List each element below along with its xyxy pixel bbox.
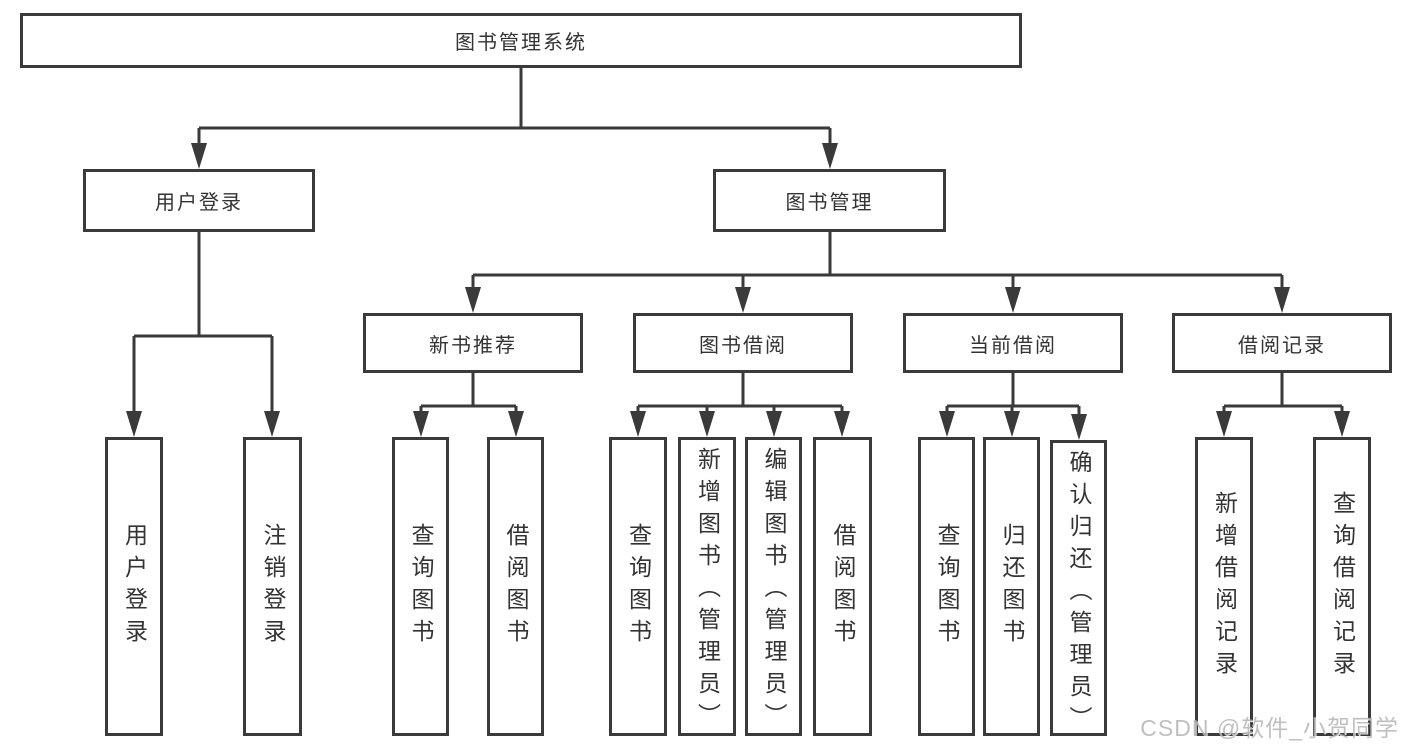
arrowhead-icon bbox=[1274, 287, 1290, 313]
leaf-edit-book-admin: 编辑图书（管理员） bbox=[745, 437, 802, 736]
arrowhead-icon bbox=[1004, 411, 1020, 437]
node-book-borrowing: 图书借阅 bbox=[633, 313, 853, 373]
arrowhead-icon bbox=[699, 411, 715, 437]
arrowhead-icon bbox=[766, 411, 782, 437]
node-borrowing-records: 借阅记录 bbox=[1172, 313, 1392, 373]
leaf-query-books-borrowing: 查询图书 bbox=[609, 437, 667, 736]
arrowhead-icon bbox=[735, 287, 751, 313]
arrowhead-icon bbox=[508, 411, 524, 437]
arrowhead-icon bbox=[1334, 411, 1350, 437]
connector-book-management bbox=[471, 232, 1284, 288]
connector-book-borrowing bbox=[636, 373, 844, 412]
arrowhead-icon bbox=[1216, 411, 1232, 437]
leaf-query-borrow-record: 查询借阅记录 bbox=[1313, 437, 1371, 736]
arrowhead-icon bbox=[939, 411, 955, 437]
leaf-borrow-books-borrowing: 借阅图书 bbox=[813, 437, 872, 736]
connector-borrowing-records bbox=[1222, 373, 1344, 412]
arrowhead-icon bbox=[413, 411, 429, 437]
node-library-management-system: 图书管理系统 bbox=[20, 13, 1022, 68]
connector-root bbox=[197, 68, 832, 145]
arrowhead-icon bbox=[1071, 414, 1087, 440]
connector-new-book-recommend bbox=[419, 373, 518, 412]
connector-current-borrowing bbox=[945, 373, 1081, 415]
leaf-logout: 注销登录 bbox=[243, 437, 302, 736]
leaf-borrow-books-recommend: 借阅图书 bbox=[487, 437, 544, 736]
node-current-borrowing: 当前借阅 bbox=[903, 313, 1123, 373]
leaf-confirm-return-admin: 确认归还（管理员） bbox=[1050, 440, 1107, 738]
leaf-query-books-current: 查询图书 bbox=[918, 437, 975, 736]
arrowhead-icon bbox=[126, 411, 142, 437]
arrowhead-icon bbox=[1005, 287, 1021, 313]
leaf-user-login: 用户登录 bbox=[105, 437, 163, 736]
node-new-book-recommend: 新书推荐 bbox=[363, 313, 583, 373]
node-user-login: 用户登录 bbox=[83, 169, 315, 232]
arrowhead-icon bbox=[822, 143, 838, 169]
node-book-management: 图书管理 bbox=[713, 169, 946, 232]
arrowhead-icon bbox=[630, 411, 646, 437]
arrowhead-icon bbox=[834, 411, 850, 437]
connector-user-login bbox=[132, 232, 274, 412]
arrowhead-icon bbox=[264, 411, 280, 437]
leaf-query-books-recommend: 查询图书 bbox=[392, 437, 449, 736]
arrowhead-icon bbox=[465, 287, 481, 313]
leaf-add-borrow-record: 新增借阅记录 bbox=[1195, 437, 1253, 736]
leaf-return-books: 归还图书 bbox=[983, 437, 1040, 736]
watermark-text: CSDN @软件_小贺同学 bbox=[1140, 715, 1399, 741]
arrowhead-icon bbox=[191, 143, 207, 169]
leaf-add-book-admin: 新增图书（管理员） bbox=[678, 437, 736, 736]
